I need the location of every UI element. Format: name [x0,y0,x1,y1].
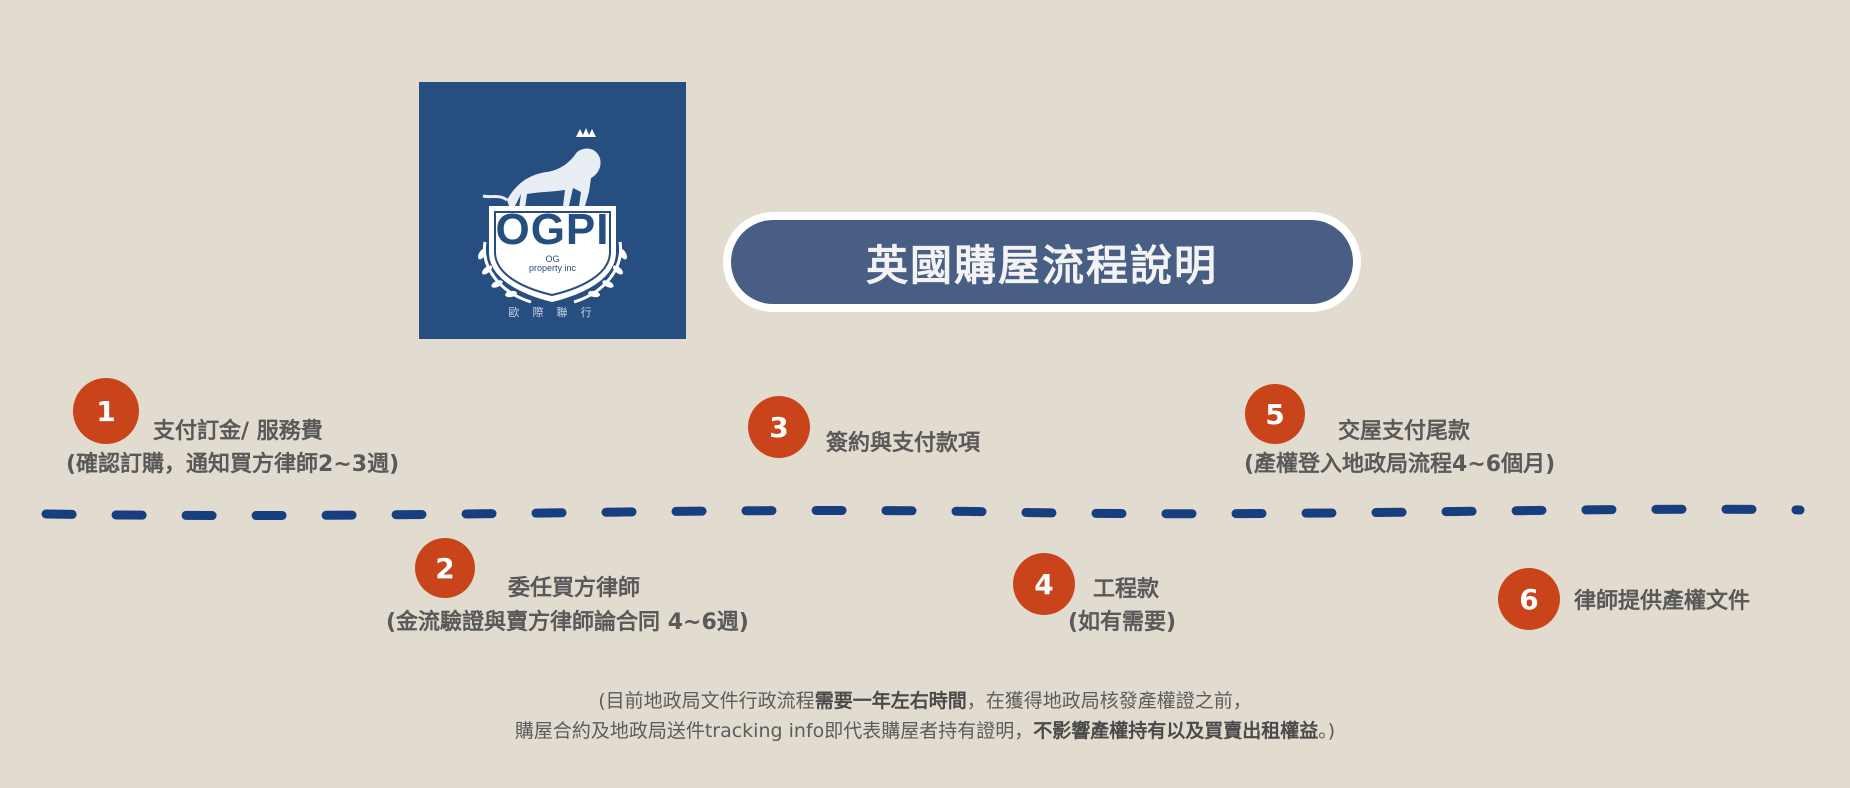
step-3-number: 3 [769,410,789,444]
step-2-label: 委任買方律師 [508,576,641,601]
step-1-label: 支付訂金/ 服務費 [153,419,323,444]
page-title: 英國購屋流程說明 [865,240,1218,290]
step-6-label: 律師提供產權文件 [1574,589,1751,614]
note-line-1-a: (目前地政局文件行政流程 [598,690,815,712]
note-line-1: (目前地政局文件行政流程需要一年左右時間，在獲得地政局核發產權證之前， [0,686,1850,713]
step-1-sub: (確認訂購，通知買方律師2~3週) [66,452,400,477]
note-line-2-c: 。) [1318,720,1336,742]
logo-small-text-2: property inc [528,263,577,273]
step-2-badge: 2 [415,538,475,598]
step-6-number: 6 [1519,582,1539,616]
step-5-number: 5 [1265,397,1285,431]
step-3-label: 簽約與支付款項 [826,431,981,456]
step-5-sub: (產權登入地政局流程4~6個月) [1244,452,1556,477]
step-2-sub: (金流驗證與賣方律師論合同 4~6週) [386,610,749,635]
step-2-number: 2 [435,551,455,585]
title-banner: 英國購屋流程說明 [723,212,1361,312]
logo-brand-text: OGPI [495,205,610,254]
step-5-badge: 5 [1245,384,1305,444]
step-4-badge: 4 [1013,553,1075,615]
note-line-1-bold: 需要一年左右時間 [814,690,967,712]
step-5-label: 交屋支付尾款 [1338,419,1471,444]
step-3-badge: 3 [748,396,810,458]
step-1-number: 1 [96,394,116,428]
title-banner-inner: 英國購屋流程說明 [731,220,1353,304]
logo-small-text: OG [545,254,560,264]
step-4-sub: (如有需要) [1068,610,1177,635]
step-4-label: 工程款 [1093,577,1160,602]
step-6-badge: 6 [1498,568,1560,630]
note-line-2-a: 購屋合約及地政局送件tracking info即代表購屋者持有證明， [514,720,1034,742]
note-line-2-bold: 不影響產權持有以及買賣出租權益 [1033,720,1319,742]
note-line-2: 購屋合約及地政局送件tracking info即代表購屋者持有證明，不影響產權持… [0,716,1850,743]
step-4-number: 4 [1034,567,1054,601]
lion-crest-icon [478,128,627,304]
step-1-badge: 1 [73,378,139,444]
logo-chinese-text: 歐 際 聯 行 [508,307,597,319]
note-line-1-c: ，在獲得地政局核發產權證之前， [966,690,1252,712]
ogpi-logo: OGPI OG property inc 歐 際 聯 行 [419,82,686,339]
